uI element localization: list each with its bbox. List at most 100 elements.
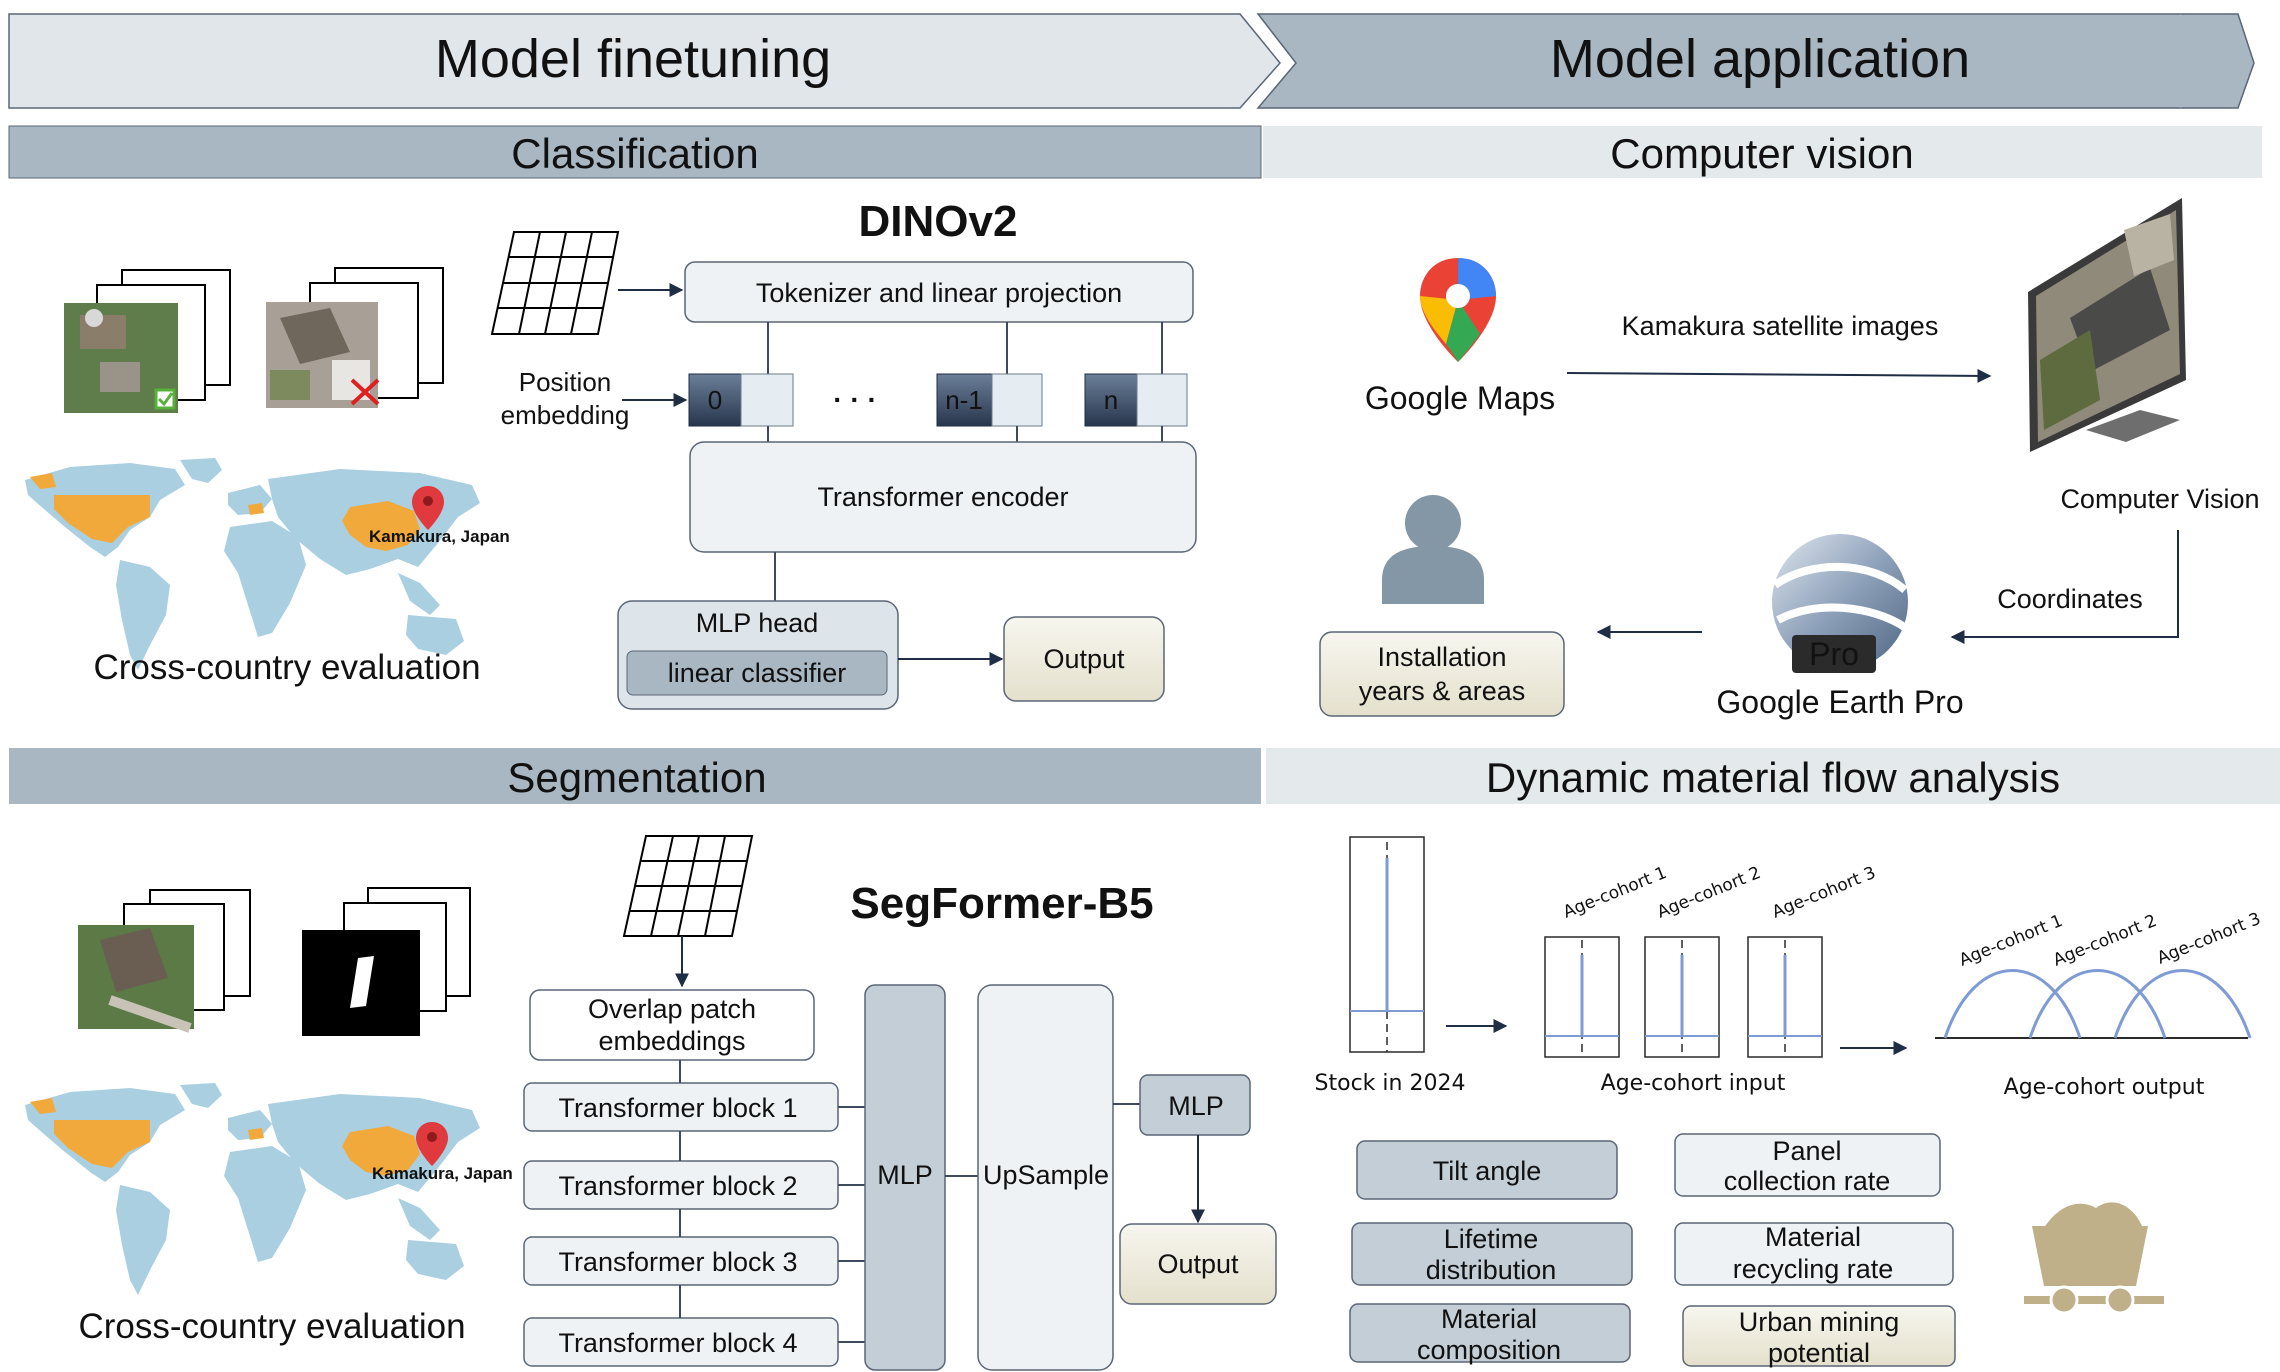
cohort-out-label-1: Age-cohort 1: [1956, 911, 2065, 971]
stock-label: Stock in 2024: [1315, 1071, 1466, 1096]
overlap-text-line1: Overlap patch: [588, 994, 756, 1024]
token-n-text: n: [1104, 385, 1118, 415]
coordinates-label: Coordinates: [1997, 584, 2143, 614]
lifetime-line1: Lifetime: [1444, 1224, 1539, 1254]
segmentation-mask-stack: [302, 887, 471, 1036]
token-n-1: n-1: [936, 373, 1043, 427]
checkmark-icon: [157, 392, 174, 407]
position-embedding-line1: Position: [519, 367, 612, 397]
output-text-classification: Output: [1043, 644, 1125, 674]
location-pin-icon-seg: [416, 1122, 448, 1166]
cohort-out-label-2: Age-cohort 2: [2050, 911, 2159, 971]
google-earth-pro-icon: Pro: [1772, 534, 1909, 673]
overlap-embeddings-box: [529, 989, 815, 1061]
token-dots: · · ·: [833, 384, 877, 415]
cohort-output-curves: [1935, 969, 2252, 1039]
stock-2024-box: [1349, 836, 1425, 1053]
cross-country-evaluation-segmentation: Cross-country evaluation: [78, 1307, 465, 1346]
linear-classifier-box: [626, 650, 888, 696]
google-maps-brand: Google Maps: [1365, 380, 1555, 416]
overlap-text-line2: embeddings: [598, 1026, 745, 1056]
banner-right-text: Model application: [1550, 29, 1970, 89]
position-embedding-line2: embedding: [501, 400, 630, 430]
header-segmentation: [9, 748, 1261, 804]
tilt-angle-box: [1356, 1140, 1618, 1200]
banner-model-application: Model application: [1256, 13, 2255, 109]
lifetime-distribution-box: [1351, 1222, 1633, 1286]
linear-classifier-text: linear classifier: [668, 658, 847, 688]
mlp-tall-text: MLP: [877, 1160, 933, 1190]
panel-collection-line1: Panel: [1772, 1136, 1841, 1166]
earth-pro-badge: Pro: [1809, 636, 1859, 672]
token-0-text: 0: [708, 385, 722, 415]
cohort-in-label-3: Age-cohort 3: [1769, 863, 1878, 923]
patch-grid-icon-seg: [622, 835, 754, 937]
mlp-small-box: [1139, 1074, 1251, 1136]
header-classification: [8, 125, 1262, 179]
world-map-classification: [25, 458, 480, 670]
transformer-block-2-text: Transformer block 2: [558, 1171, 797, 1201]
tokenizer-box: [684, 261, 1194, 323]
cohort-output-label: Age-cohort output: [2004, 1075, 2205, 1100]
google-maps-pin-icon: [1420, 258, 1496, 362]
tokenizer-text: Tokenizer and linear projection: [756, 278, 1122, 308]
mining-cart-icon: [2024, 1202, 2164, 1315]
map-label-kamakura-classification: Kamakura, Japan: [369, 527, 510, 546]
satellite-label: Kamakura satellite images: [1622, 311, 1939, 341]
installation-box: [1319, 631, 1565, 717]
cohort-input-3: [1747, 936, 1823, 1058]
urban-line1: Urban mining: [1739, 1307, 1900, 1337]
lifetime-line2: distribution: [1426, 1255, 1557, 1285]
header-dmfa: [1266, 748, 2280, 804]
installation-text-line2: years & areas: [1359, 676, 1526, 706]
arrow-cv-to-earth: [1950, 530, 2179, 644]
segmentation-image-stack: [78, 889, 251, 1033]
mlp-tall-box: [864, 984, 946, 1371]
mlp-head-text: MLP head: [696, 608, 819, 638]
panel-collection-line2: collection rate: [1724, 1166, 1891, 1196]
output-box-segmentation: [1119, 1223, 1277, 1305]
person-icon: [1382, 495, 1484, 604]
header-dmfa-text: Dynamic material flow analysis: [1486, 754, 2060, 801]
transformer-block-3-text: Transformer block 3: [558, 1247, 797, 1277]
world-map-segmentation: [25, 1083, 480, 1295]
dinov2-title: DINOv2: [859, 197, 1018, 246]
header-segmentation-text: Segmentation: [507, 754, 766, 801]
transformer-block-4: Transformer block 4: [523, 1317, 839, 1367]
cross-country-evaluation-classification: Cross-country evaluation: [93, 648, 480, 687]
cohort-in-label-2: Age-cohort 2: [1654, 863, 1763, 923]
image-stack-positive: [64, 269, 231, 413]
transformer-encoder-box: [689, 441, 1197, 553]
recycling-line2: recycling rate: [1733, 1254, 1894, 1284]
transformer-block-2: Transformer block 2: [523, 1160, 839, 1210]
header-computer-vision: [1263, 126, 2262, 178]
urban-line2: potential: [1768, 1338, 1870, 1368]
composition-line2: composition: [1417, 1335, 1561, 1365]
recycling-line1: Material: [1765, 1222, 1861, 1252]
transformer-block-4-text: Transformer block 4: [558, 1328, 797, 1358]
header-classification-text: Classification: [511, 130, 758, 177]
cross-icon: [350, 378, 380, 406]
transformer-block-3: Transformer block 3: [523, 1236, 839, 1286]
banner-model-finetuning: Model finetuning: [8, 13, 1281, 109]
transformer-block-1: Transformer block 1: [523, 1082, 839, 1132]
location-pin-icon: [412, 486, 444, 530]
cohort-in-label-1: Age-cohort 1: [1560, 863, 1669, 923]
cohort-input-2: [1644, 936, 1720, 1058]
panel-collection-box: [1674, 1133, 1941, 1197]
transformer-encoder-text: Transformer encoder: [817, 482, 1068, 512]
google-earth-pro-label: Google Earth Pro: [1716, 684, 1963, 720]
token-n-1-text: n-1: [945, 385, 983, 415]
token-n: n: [1084, 373, 1188, 427]
cohort-out-label-3: Age-cohort 3: [2154, 909, 2263, 969]
cohort-input-1: [1544, 936, 1620, 1058]
header-computer-vision-text: Computer vision: [1610, 130, 1913, 177]
urban-mining-box: [1682, 1305, 1956, 1367]
upsample-text: UpSample: [983, 1160, 1109, 1190]
segformer-title: SegFormer-B5: [850, 879, 1153, 928]
banner-left-text: Model finetuning: [435, 29, 831, 89]
composition-line1: Material: [1441, 1304, 1537, 1334]
token-0: 0: [688, 373, 794, 427]
